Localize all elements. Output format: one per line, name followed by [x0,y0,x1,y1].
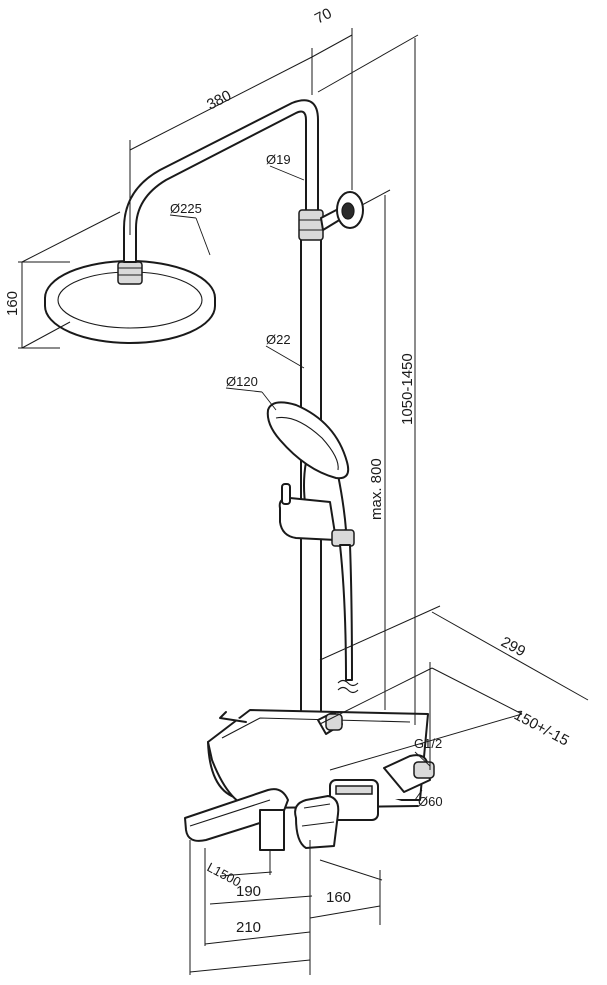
connection-stud-right [383,754,435,793]
label-depth: 299 [498,634,528,661]
label-pipe-upper-diameter: Ø19 [266,152,291,167]
label-escutcheon: Ø60 [418,794,443,809]
label-max-height: max. 800 [368,458,385,520]
mixer-body [207,709,429,821]
diverter-handle [294,795,340,849]
label-spout-160: 160 [326,889,351,906]
dimension-lines [18,28,589,975]
label-centers: 150+/-15 [511,707,572,750]
shower-head [44,260,216,344]
label-connection: G1/2 [414,736,442,751]
label-spout-190: 190 [236,883,261,900]
leader-lines [169,165,431,801]
handshower-holder [278,483,355,547]
label-handshower-diameter: Ø120 [226,374,258,389]
label-total-height: 1050-1450 [399,353,416,425]
bath-spout [184,788,289,851]
label-head-diameter: Ø225 [170,201,202,216]
shower-arm [123,99,319,263]
hose [337,544,359,694]
wall-bracket [320,191,364,231]
label-pipe-lower-diameter: Ø22 [266,332,291,347]
label-spout-210: 210 [236,919,261,936]
label-wall-offset: 70 [312,5,335,28]
connection-stud-top [317,711,343,735]
label-head-height: 160 [4,291,21,316]
